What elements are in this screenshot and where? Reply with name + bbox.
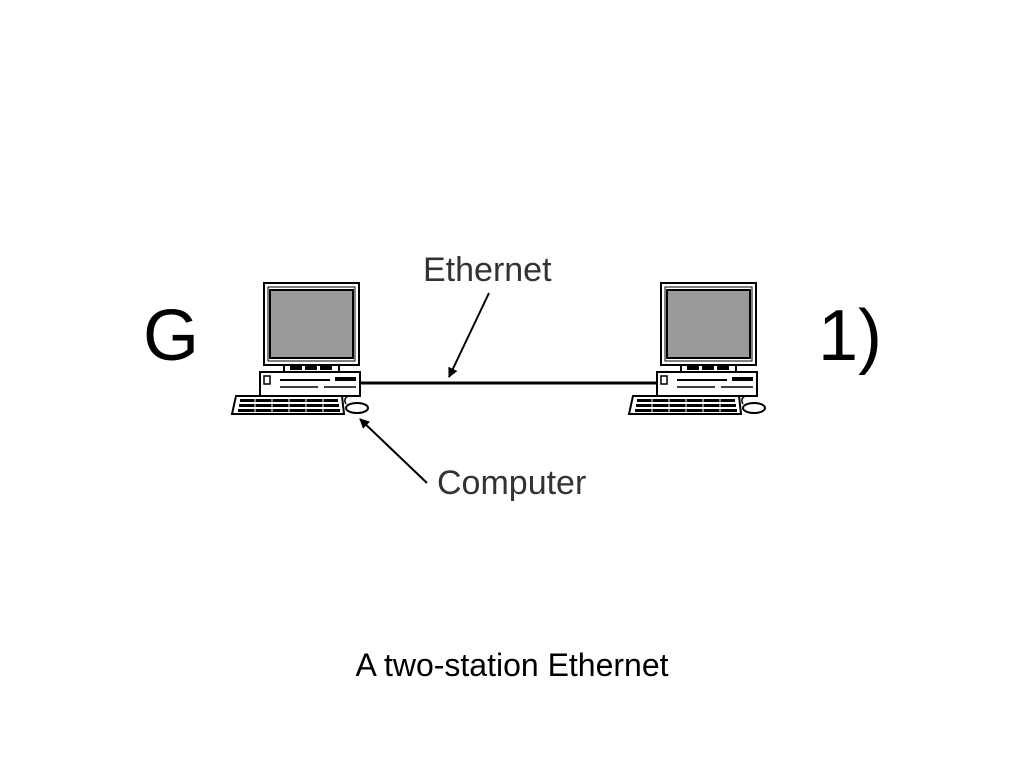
computer-icon <box>230 281 370 416</box>
right-station-label: 1) <box>818 296 883 376</box>
station-left <box>230 281 370 416</box>
left-station-label: G <box>143 296 200 376</box>
diagram-caption: A two-station Ethernet <box>355 647 669 683</box>
ethernet-label: Ethernet <box>423 251 552 289</box>
station-right <box>627 281 767 416</box>
computer-arrow <box>359 418 428 484</box>
computer-label: Computer <box>437 464 587 502</box>
ethernet-arrow <box>448 292 490 378</box>
computer-icon <box>627 281 767 416</box>
